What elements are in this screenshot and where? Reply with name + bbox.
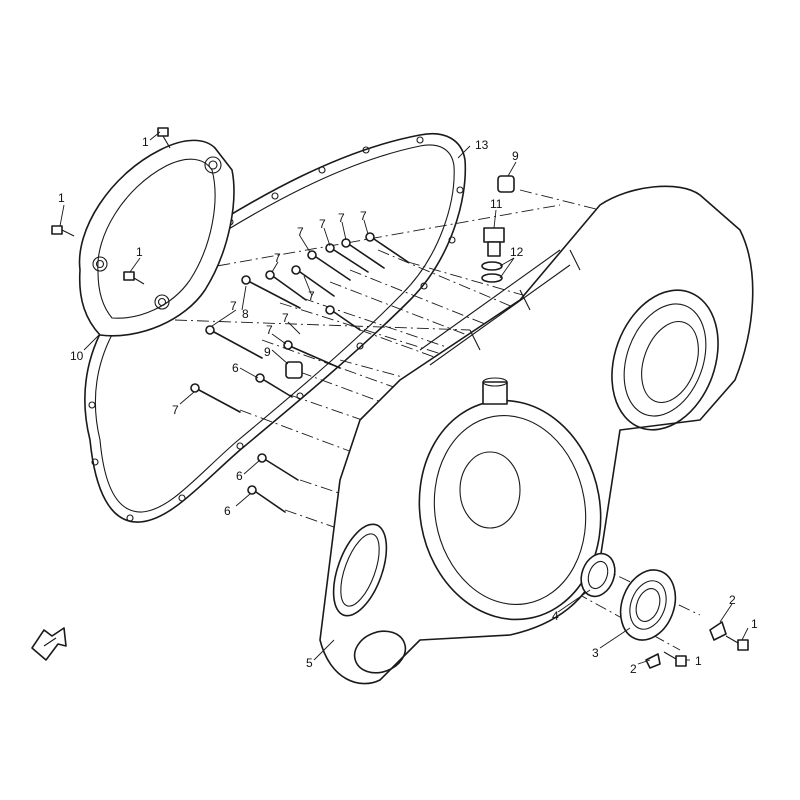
callout-7: 7 [319, 217, 326, 231]
callout-8: 8 [242, 307, 249, 321]
callout-7: 7 [282, 311, 289, 325]
callout-7: 7 [274, 251, 281, 265]
front-arrow-icon [31, 627, 67, 661]
inspection-cover [78, 139, 235, 337]
bolt-part-1-top [157, 127, 171, 149]
dowel-pin-9-top [497, 175, 515, 193]
bolt-7-10 [190, 383, 241, 413]
bolts [51, 127, 749, 669]
bolt-6-2 [257, 453, 299, 481]
drain-plug-11 [483, 227, 505, 257]
callout-6: 6 [224, 504, 231, 518]
bolt-7-1 [365, 232, 409, 263]
bolt-7-7 [325, 305, 361, 331]
callout-9: 9 [512, 149, 519, 163]
callout-7: 7 [172, 403, 179, 417]
callout-4: 4 [552, 609, 559, 623]
oil-seal-4 [580, 552, 616, 598]
clip-2-b [645, 653, 661, 669]
callout-1: 1 [751, 617, 758, 631]
callout-5: 5 [306, 656, 313, 670]
callout-6: 6 [236, 469, 243, 483]
crankcase-cover [319, 185, 754, 685]
callout-13: 13 [475, 138, 489, 152]
bolt-8 [241, 275, 301, 309]
callout-11: 11 [490, 197, 503, 211]
clip-2-a [709, 621, 727, 641]
washers-12 [481, 261, 503, 283]
bolt-part-1-right-b [663, 651, 687, 667]
callout-1: 1 [142, 135, 149, 149]
callout-labels: 1 1 1 1 1 2 2 3 4 5 6 6 6 7 7 7 7 7 7 7 … [58, 135, 758, 676]
bolt-part-1-right-a [725, 635, 749, 651]
bolt-7-5 [291, 265, 335, 297]
callout-2: 2 [729, 593, 736, 607]
callout-7: 7 [266, 323, 273, 337]
callout-3: 3 [592, 646, 599, 660]
callout-7: 7 [308, 289, 315, 303]
bolt-7-2 [341, 238, 385, 269]
callout-7: 7 [230, 299, 237, 313]
bolt-part-1-middle [123, 271, 145, 285]
callout-6: 6 [232, 361, 239, 375]
bolt-part-1-left [51, 225, 75, 237]
callout-7: 7 [338, 211, 345, 225]
callout-9: 9 [264, 345, 271, 359]
callout-1: 1 [136, 245, 143, 259]
callout-1: 1 [58, 191, 65, 205]
bolt-7-3 [325, 243, 369, 273]
callout-12: 12 [510, 245, 524, 259]
bolt-6-1 [255, 373, 293, 398]
dowel-pin-9-mid [285, 361, 303, 379]
callout-7: 7 [360, 209, 367, 223]
bolt-6-3 [247, 485, 286, 513]
bolt-7-8 [205, 325, 263, 359]
callout-1: 1 [695, 654, 702, 668]
leader-lines [59, 131, 749, 665]
bearing-3 [619, 569, 677, 641]
callout-7: 7 [297, 225, 304, 239]
bolt-7-6 [265, 270, 307, 301]
callout-2: 2 [630, 662, 637, 676]
bolt-7-4 [307, 250, 351, 281]
callout-10: 10 [70, 349, 84, 363]
bolt-7-9 [283, 340, 341, 369]
